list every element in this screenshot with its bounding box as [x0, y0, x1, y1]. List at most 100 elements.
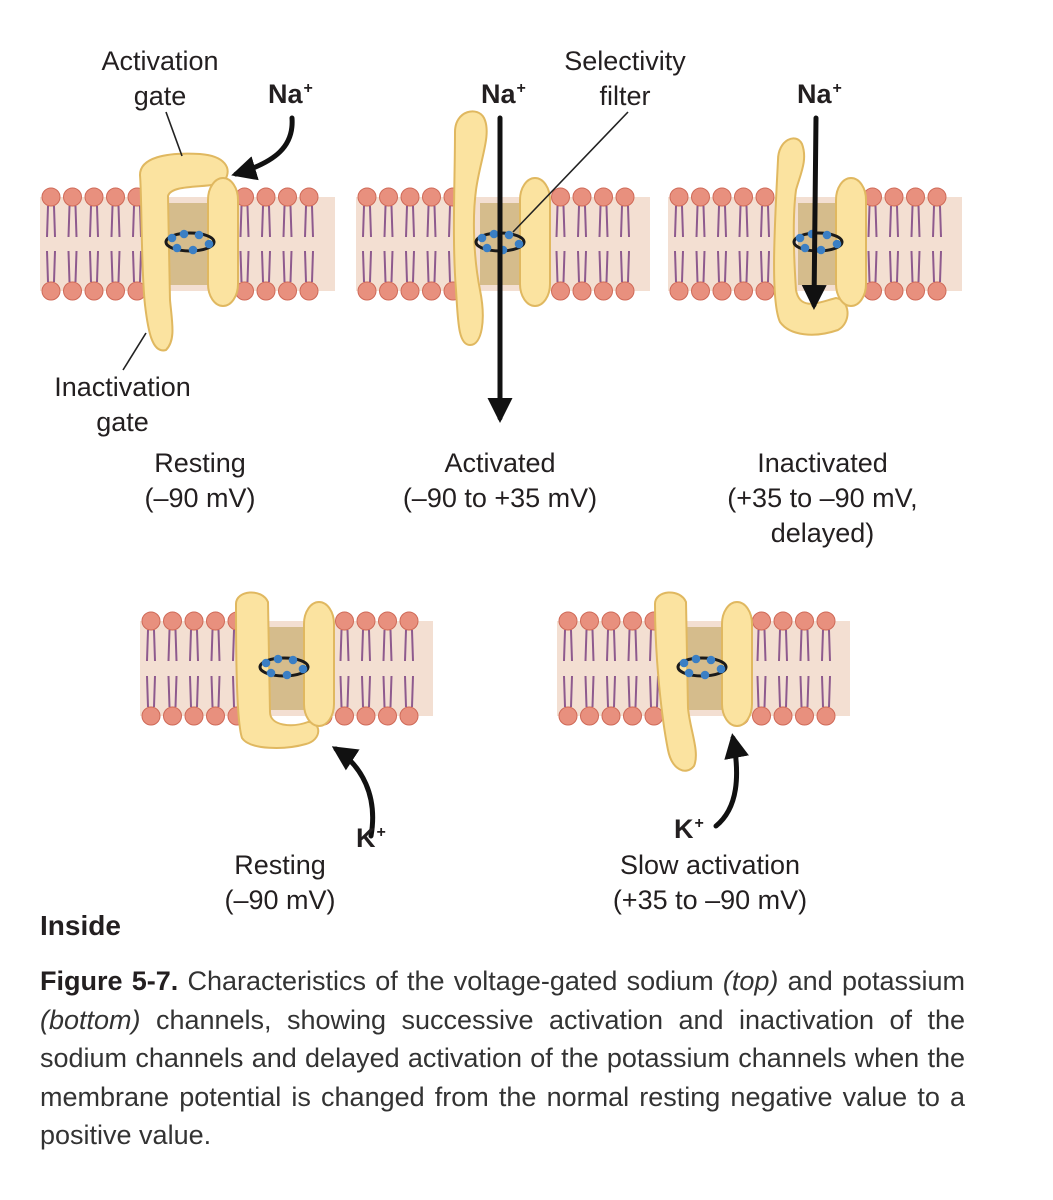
- lipid-head: [712, 281, 732, 301]
- lipid-head: [558, 611, 578, 631]
- lipid-tail: [577, 205, 587, 238]
- lipid-head: [906, 281, 925, 301]
- lipid-tail: [189, 675, 199, 708]
- lipid-head: [278, 281, 297, 301]
- lipid-tail: [778, 675, 788, 708]
- lipid-head: [906, 187, 925, 207]
- potassium-subunit-resting: [303, 601, 335, 727]
- lipid-head: [623, 706, 642, 726]
- lipid-tail: [146, 629, 156, 662]
- lipid-head: [299, 281, 319, 301]
- lipid-head: [163, 706, 182, 726]
- ion-arrows: [231, 115, 827, 839]
- channel-proteins: [139, 110, 867, 772]
- lipid-head: [400, 281, 420, 301]
- lipid-tail: [799, 675, 810, 708]
- lipid-tail: [426, 205, 437, 238]
- lipid-tail: [563, 629, 573, 662]
- lipid-head: [63, 281, 82, 301]
- sodium-entry-arrow-resting: [231, 115, 295, 181]
- lipid-tail: [738, 205, 749, 238]
- potassium-subunit-slow-activation: [721, 601, 753, 727]
- lipid-head: [141, 611, 161, 631]
- lipid-tail: [821, 675, 831, 708]
- lipid-head: [206, 706, 225, 726]
- lipid-tail: [563, 675, 573, 708]
- filter-site: [298, 664, 308, 674]
- filter-site: [273, 654, 283, 664]
- lipid-head: [615, 187, 635, 207]
- state-inactivated-na: Inactivated(+35 to –90 mV,delayed): [727, 448, 918, 548]
- lipid-head: [63, 187, 82, 207]
- bilayer-activated-na: [356, 187, 650, 301]
- lipid-tail: [760, 250, 770, 283]
- lipid-tail: [362, 250, 372, 283]
- lipid-head: [669, 281, 689, 301]
- lipid-tail: [867, 250, 878, 283]
- lipid-tail: [89, 205, 99, 238]
- lipid-tail: [910, 205, 921, 238]
- lipid-tail: [239, 205, 250, 238]
- lipid-head: [422, 281, 441, 301]
- lipid-head: [691, 281, 710, 301]
- lipid-tail: [261, 250, 271, 283]
- caption-figure-number: Figure 5-7.: [40, 966, 179, 996]
- lipid-head: [773, 611, 793, 631]
- filter-site: [188, 245, 198, 255]
- filter-site: [504, 230, 514, 240]
- lipid-tail: [67, 250, 78, 283]
- lipid-tail: [110, 205, 121, 238]
- lipid-tail: [555, 205, 566, 238]
- figure-caption: Figure 5-7. Characteristics of the volta…: [40, 966, 966, 1150]
- lipid-head: [84, 187, 104, 207]
- state-resting-k: Resting(–90 mV): [224, 850, 336, 915]
- lipid-tail: [889, 250, 899, 283]
- lipid-tail: [282, 205, 293, 238]
- lipid-tail: [110, 250, 121, 283]
- filter-site: [179, 229, 189, 239]
- lipid-head: [752, 611, 771, 631]
- bilayer-resting-na: [40, 187, 335, 301]
- lipid-tail: [282, 250, 293, 283]
- lipid-head: [551, 187, 570, 207]
- lipid-tail: [620, 250, 630, 283]
- lipid-tail: [584, 629, 595, 662]
- lipid-tail: [89, 250, 99, 283]
- lipid-head: [378, 706, 397, 726]
- lipid-tail: [627, 629, 638, 662]
- lipid-tail: [627, 675, 638, 708]
- lipid-head: [256, 187, 276, 207]
- lipid-tail: [189, 629, 199, 662]
- lipid-tail: [426, 250, 437, 283]
- lipid-tail: [606, 629, 616, 662]
- lipid-tail: [167, 629, 178, 662]
- lipid-tail: [674, 205, 684, 238]
- lipid-tail: [404, 629, 414, 662]
- lipid-tail: [383, 250, 394, 283]
- lipid-head: [356, 706, 376, 726]
- bilayer-resting-k: [140, 611, 433, 726]
- filter-site: [288, 655, 298, 665]
- lipid-head: [422, 187, 441, 207]
- lipid-tail: [304, 250, 314, 283]
- lipid-head: [734, 187, 753, 207]
- lipid-head: [601, 706, 621, 726]
- filter-site: [679, 658, 689, 668]
- lipid-head: [256, 281, 276, 301]
- lipid-head: [551, 281, 570, 301]
- filter-site: [482, 243, 492, 253]
- filter-site: [800, 243, 810, 253]
- lipid-head: [884, 281, 904, 301]
- lipid-head: [41, 281, 61, 301]
- lipid-tail: [46, 250, 56, 283]
- lipid-head: [400, 187, 420, 207]
- sodium-label-1: Na+: [268, 79, 313, 109]
- lipid-tail: [362, 205, 372, 238]
- filter-site: [514, 239, 524, 249]
- lipid-head: [927, 187, 947, 207]
- lipid-tail: [382, 675, 393, 708]
- sodium-blocked-arrow-inactivated: [801, 115, 827, 310]
